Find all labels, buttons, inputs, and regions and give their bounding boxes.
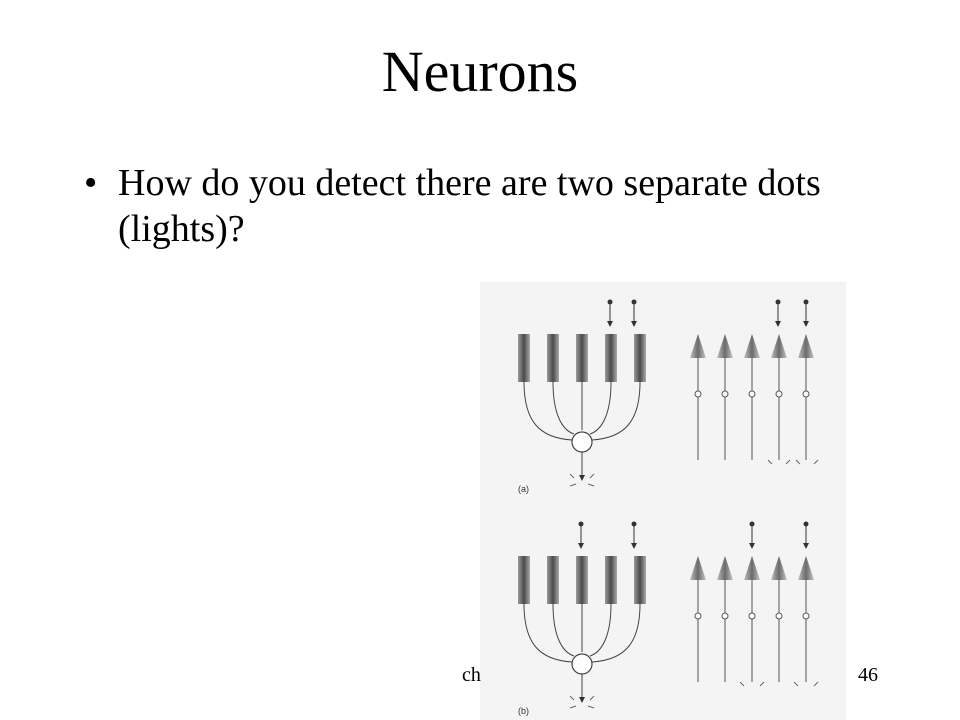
- cone-receptors: [690, 334, 814, 358]
- panel-label-a: (a): [518, 484, 529, 494]
- bullet-list: • How do you detect there are two separa…: [84, 160, 844, 252]
- slide-number: 46: [858, 664, 878, 686]
- light-dot: [775, 299, 781, 305]
- converging-axons: [523, 603, 641, 663]
- rod-receptor: [576, 334, 588, 382]
- rod-receptor: [605, 334, 617, 382]
- light-dot: [607, 299, 613, 305]
- rod-receptor: [518, 556, 530, 604]
- firing-burst-icon: [739, 681, 819, 687]
- bullet-text: How do you detect there are two separate…: [118, 162, 821, 250]
- light-dot: [578, 521, 584, 527]
- rod-receptor: [576, 556, 588, 604]
- rod-receptor: [634, 334, 646, 382]
- rod-receptor: [547, 334, 559, 382]
- rod-receptor: [518, 334, 530, 382]
- firing-burst-icon: [569, 695, 595, 709]
- cone-receptors: [690, 556, 814, 580]
- panel-b: (b): [518, 521, 819, 716]
- converging-axons: [523, 381, 641, 441]
- neuron-convergence-figure: (a): [480, 282, 846, 720]
- panel-b-cone-circuit: [690, 521, 819, 687]
- light-dot: [803, 521, 809, 527]
- panel-label-b: (b): [518, 706, 529, 716]
- bullet-dot-icon: •: [84, 162, 98, 204]
- cone-pathways: [694, 580, 810, 682]
- bullet-item: • How do you detect there are two separa…: [84, 160, 844, 252]
- panel-b-rod-circuit: [518, 521, 646, 709]
- rod-receptor: [634, 556, 646, 604]
- light-dot: [749, 521, 755, 527]
- footer-text: ch: [462, 664, 481, 686]
- light-dot: [631, 299, 637, 305]
- firing-burst-icon: [569, 473, 595, 487]
- panel-a: (a): [518, 299, 819, 494]
- cone-pathways: [694, 358, 810, 460]
- slide-title: Neurons: [381, 39, 579, 104]
- firing-burst-icon: [767, 459, 819, 465]
- light-dot: [803, 299, 809, 305]
- panel-a-cone-circuit: [690, 299, 819, 465]
- ganglion-cell: [571, 431, 593, 453]
- light-dot: [631, 521, 637, 527]
- rod-receptor: [605, 556, 617, 604]
- figure-background: [480, 282, 846, 720]
- rod-receptor: [547, 556, 559, 604]
- ganglion-cell: [571, 653, 593, 675]
- panel-a-rod-circuit: [518, 299, 646, 487]
